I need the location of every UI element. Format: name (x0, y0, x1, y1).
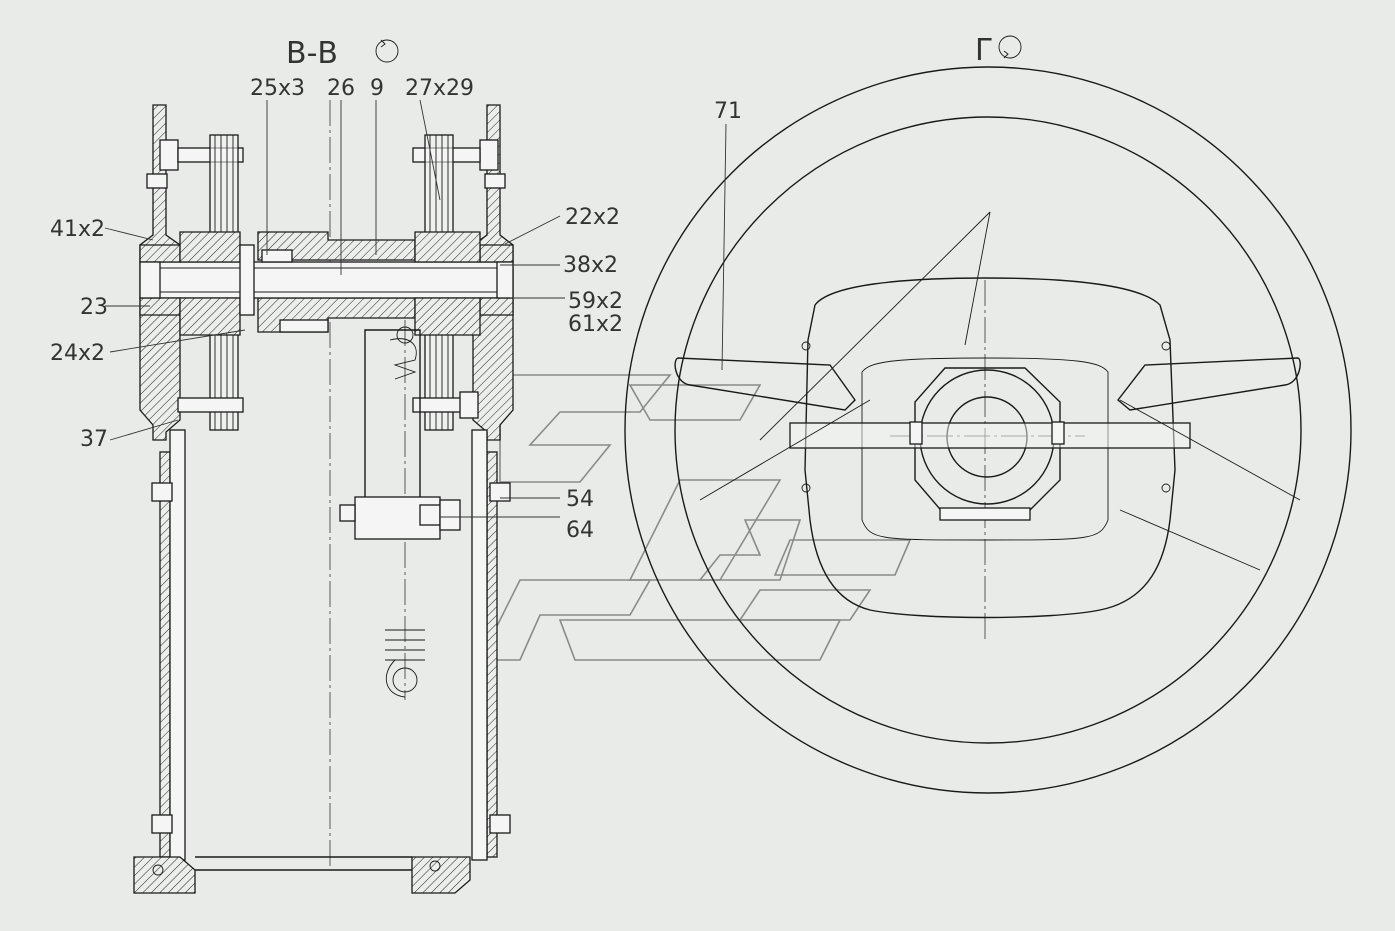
callout-59x2: 59x2 (568, 289, 623, 314)
callout-64: 64 (566, 518, 594, 543)
callout-22x2: 22x2 (565, 205, 620, 230)
callout-61x2: 61x2 (568, 312, 623, 337)
callout-54: 54 (566, 487, 594, 512)
callout-41x2: 41x2 (50, 217, 105, 242)
callout-24x2: 24x2 (50, 341, 105, 366)
view-label: Г (975, 33, 993, 68)
callout-38x2: 38x2 (563, 253, 618, 278)
rotation-icon (998, 35, 1022, 59)
callout-27x29: 27x29 (405, 76, 474, 101)
callout-9: 9 (370, 76, 384, 101)
view-g (624, 66, 1352, 794)
callout-23: 23 (80, 295, 108, 320)
watermark-logo (478, 374, 912, 661)
section-label: В-В (286, 36, 338, 71)
leader-lines-bb (104, 99, 565, 518)
callout-37: 37 (80, 427, 108, 452)
callout-26: 26 (327, 76, 355, 101)
section-view-bb (133, 100, 514, 894)
leader-71 (721, 123, 727, 371)
callout-25x3: 25x3 (250, 76, 305, 101)
callout-71: 71 (714, 99, 742, 124)
rotation-icon (375, 39, 399, 63)
